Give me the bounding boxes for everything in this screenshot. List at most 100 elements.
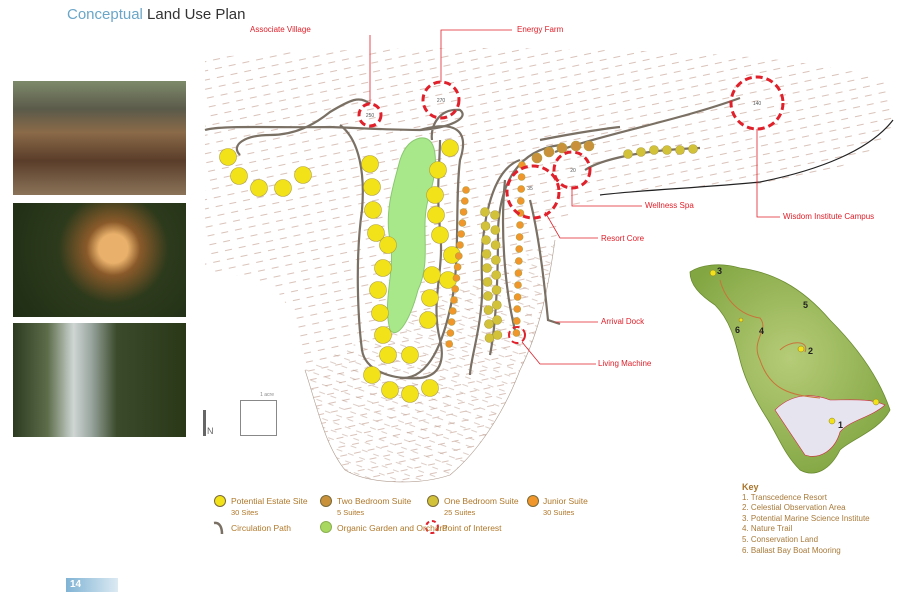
estate-site-marker [369, 281, 387, 299]
poi-wisdom-campus [729, 75, 785, 131]
one-bedroom-marker [490, 210, 500, 220]
estate-site-marker [429, 161, 447, 179]
one-bedroom-marker [481, 249, 492, 259]
one-bedroom-marker [491, 285, 502, 295]
junior-suite-marker [512, 317, 521, 325]
key-item: 3. Potential Marine Science Institute [742, 513, 870, 523]
estate-site-marker [374, 259, 392, 277]
key-item: 6. Ballast Bay Boat Mooring [742, 545, 841, 555]
junior-suite-marker [513, 293, 522, 301]
key-item: 5. Conservation Land [742, 534, 819, 544]
poi-number: 140 [753, 101, 762, 107]
junior-suite-marker [445, 340, 454, 348]
junior-suite-marker [516, 197, 525, 205]
legend-one-bedroom-swatch [427, 495, 439, 507]
estate-site-marker [419, 311, 437, 329]
two-bedroom-marker [570, 140, 582, 152]
poi-living-machine [508, 326, 526, 344]
island-label: 5 [803, 300, 808, 310]
legend-junior-swatch [527, 495, 539, 507]
label-arrival-dock: Arrival Dock [601, 317, 645, 326]
junior-suite-marker [457, 230, 466, 238]
estate-site-marker [250, 179, 268, 197]
island-key: Key 1. Transcedence Resort 2. Celestial … [742, 482, 870, 556]
one-bedroom-marker [649, 145, 659, 155]
estate-site-marker [363, 178, 381, 196]
estate-site-marker [371, 304, 389, 322]
junior-suite-marker [452, 274, 461, 282]
island-label: 3 [717, 266, 722, 276]
page-title: Conceptual Land Use Plan [67, 6, 246, 23]
estate-site-marker [421, 379, 439, 397]
two-bedroom-marker [556, 142, 568, 154]
estate-site-marker [361, 155, 379, 173]
key-item: 1. Transcedence Resort [742, 492, 827, 502]
poi-number: 250 [366, 113, 375, 119]
one-bedroom-marker [490, 240, 501, 250]
forest-lodge-night-photo [13, 203, 186, 317]
poi-resort-core [505, 164, 561, 220]
resort-building-photo [13, 81, 186, 195]
estate-site-marker [219, 148, 237, 166]
one-bedroom-marker [482, 277, 493, 287]
north-arrow-icon [203, 410, 206, 436]
one-bedroom-marker [491, 300, 502, 310]
legend-poi-icon [425, 520, 439, 534]
junior-suite-marker [517, 185, 526, 193]
poi-number: 270 [437, 98, 446, 104]
scale-label: 1 acre [260, 392, 274, 398]
one-bedroom-marker [480, 207, 490, 217]
legend-garden-swatch [320, 521, 332, 533]
junior-suite-marker [515, 245, 524, 253]
poi-number: 35 [527, 186, 533, 192]
junior-suite-marker [514, 269, 523, 277]
junior-suite-marker [460, 197, 469, 205]
junior-suite-marker [516, 221, 524, 229]
north-label: N [207, 426, 214, 436]
legend-poi: Point of Interest [442, 523, 502, 533]
one-bedroom-marker [492, 315, 502, 325]
junior-suite-marker [448, 307, 457, 315]
one-bedroom-marker [484, 319, 494, 329]
legend-garden: Organic Garden and Orchard [337, 523, 448, 533]
legend-path-icon [213, 521, 224, 535]
estate-site-marker [381, 381, 399, 399]
estate-site-marker [367, 224, 385, 242]
two-bedroom-marker [543, 146, 555, 158]
legend-estate-swatch [214, 495, 226, 507]
junior-suite-marker [514, 257, 523, 265]
estate-site-marker [374, 326, 392, 344]
estate-site-marker [401, 385, 419, 403]
one-bedroom-marker [636, 147, 646, 157]
island-label: 4 [759, 326, 764, 336]
legend-path: Circulation Path [231, 523, 292, 533]
estate-site-marker [401, 346, 419, 364]
junior-suite-marker [462, 186, 470, 194]
island-label: 2 [808, 346, 813, 356]
one-bedroom-marker [623, 149, 633, 159]
waterfall-photo [13, 323, 186, 437]
one-bedroom-marker [688, 144, 698, 154]
estate-site-marker [426, 186, 444, 204]
junior-suite-marker [456, 241, 464, 249]
junior-suite-marker [517, 173, 526, 181]
label-energy-farm: Energy Farm [517, 25, 564, 34]
key-item: 2. Celestial Observation Area [742, 503, 846, 513]
junior-suite-marker [447, 318, 456, 326]
one-bedroom-marker [483, 291, 493, 301]
estate-site-marker [364, 201, 382, 219]
one-bedroom-marker [482, 263, 492, 273]
one-bedroom-marker [480, 221, 491, 231]
junior-suite-marker [514, 281, 522, 289]
estate-site-marker [379, 346, 397, 364]
island-label: 1 [838, 420, 843, 430]
one-bedroom-marker [675, 145, 685, 155]
key-heading: Key [742, 482, 759, 492]
one-bedroom-marker [483, 305, 494, 315]
estate-site-marker [441, 139, 459, 157]
estate-site-marker [363, 366, 381, 384]
leader-lines [369, 29, 780, 365]
estate-site-marker [379, 236, 397, 254]
